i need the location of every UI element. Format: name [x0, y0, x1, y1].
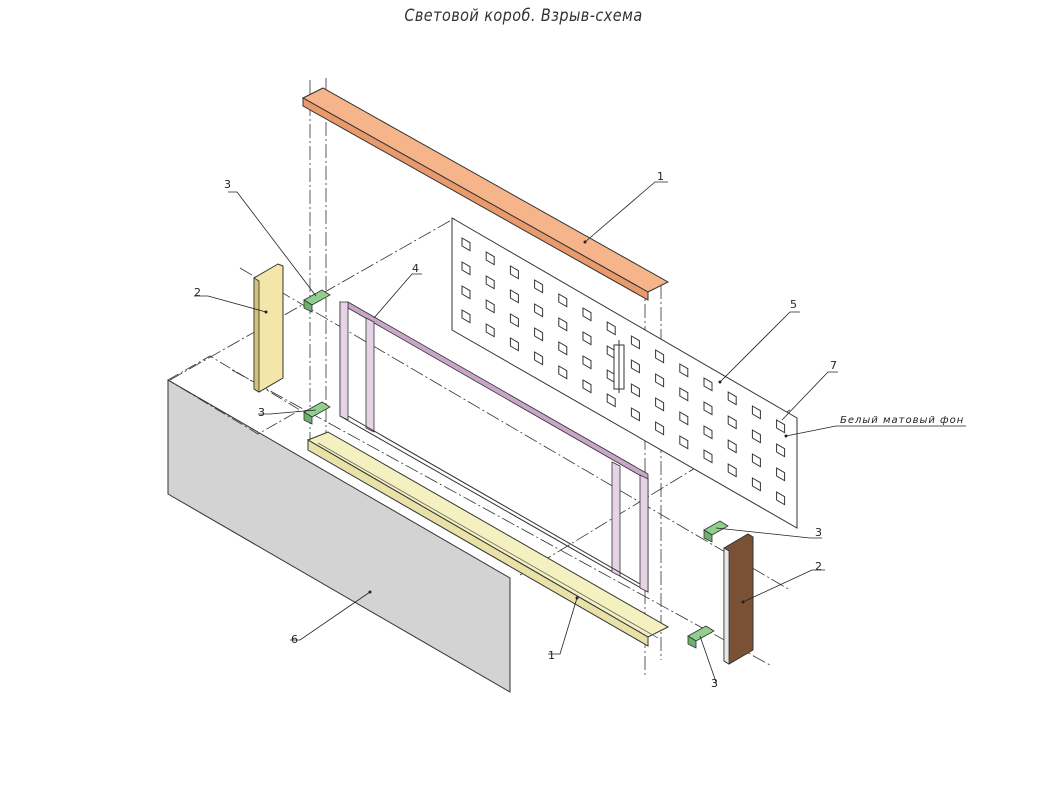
front-panel [167, 355, 511, 693]
callout-bottom-profile: 1 [548, 649, 555, 662]
callout-frame: 4 [412, 262, 419, 275]
callout-top-profile: 1 [657, 170, 664, 183]
led-window [776, 491, 786, 506]
led-window [776, 419, 786, 434]
led-window [558, 341, 568, 356]
bottom-profile [306, 431, 670, 647]
led-window [534, 327, 544, 342]
led-window [485, 251, 495, 266]
led-window [630, 407, 640, 422]
callout-bracket-top-left: 3 [224, 178, 231, 191]
frame [339, 301, 649, 593]
led-window [751, 477, 761, 492]
callouts: 1 1 2 2 3 3 3 3 4 5 7 6 Белый матовый фо… [194, 170, 966, 690]
led-window [727, 391, 737, 406]
callout-back: 7 [830, 359, 837, 372]
led-window [655, 373, 665, 388]
led-window [558, 293, 568, 308]
led-window [630, 359, 640, 374]
callout-led-panel: 5 [790, 298, 797, 311]
led-window [582, 379, 592, 394]
led-window [727, 463, 737, 478]
callout-front-panel: 6 [291, 633, 298, 646]
led-window [751, 429, 761, 444]
top-profile [301, 87, 670, 301]
callout-side-left: 2 [194, 286, 201, 299]
led-window [727, 439, 737, 454]
led-window [606, 321, 616, 336]
led-window [703, 401, 713, 416]
callout-bracket-right-lower: 3 [711, 677, 718, 690]
led-window [751, 405, 761, 420]
led-window [509, 265, 519, 280]
led-panel [451, 217, 798, 529]
callout-bracket-bottom-left: 3 [258, 406, 265, 419]
led-window [679, 363, 689, 378]
led-window [703, 377, 713, 392]
led-window [582, 331, 592, 346]
side-right [723, 533, 754, 665]
led-window [630, 383, 640, 398]
led-window [679, 411, 689, 426]
led-window [485, 299, 495, 314]
led-window [776, 467, 786, 482]
led-window [776, 443, 786, 458]
led-window [558, 365, 568, 380]
led-window [655, 349, 665, 364]
led-window [509, 289, 519, 304]
led-window [606, 393, 616, 408]
led-window [727, 415, 737, 430]
callout-side-right: 2 [815, 560, 822, 573]
led-window [630, 335, 640, 350]
led-window [534, 303, 544, 318]
side-left [253, 263, 284, 393]
led-window [461, 309, 471, 324]
led-window [461, 285, 471, 300]
led-window [582, 355, 592, 370]
led-window [703, 425, 713, 440]
led-window [558, 317, 568, 332]
led-window [534, 351, 544, 366]
led-window [751, 453, 761, 468]
background-note: Белый матовый фон [840, 415, 964, 426]
led-window [509, 313, 519, 328]
led-window [582, 307, 592, 322]
brackets [303, 289, 729, 649]
led-window [509, 337, 519, 352]
led-window [534, 279, 544, 294]
led-window [703, 449, 713, 464]
callout-bracket-right-upper: 3 [815, 526, 822, 539]
led-window [461, 261, 471, 276]
led-window [679, 435, 689, 450]
led-window [655, 421, 665, 436]
led-window [485, 323, 495, 338]
led-window [679, 387, 689, 402]
led-window [461, 237, 471, 252]
diagram-title: Световой короб. Взрыв-схема [404, 6, 643, 26]
led-window [655, 397, 665, 412]
led-grid [461, 237, 786, 506]
led-window [485, 275, 495, 290]
